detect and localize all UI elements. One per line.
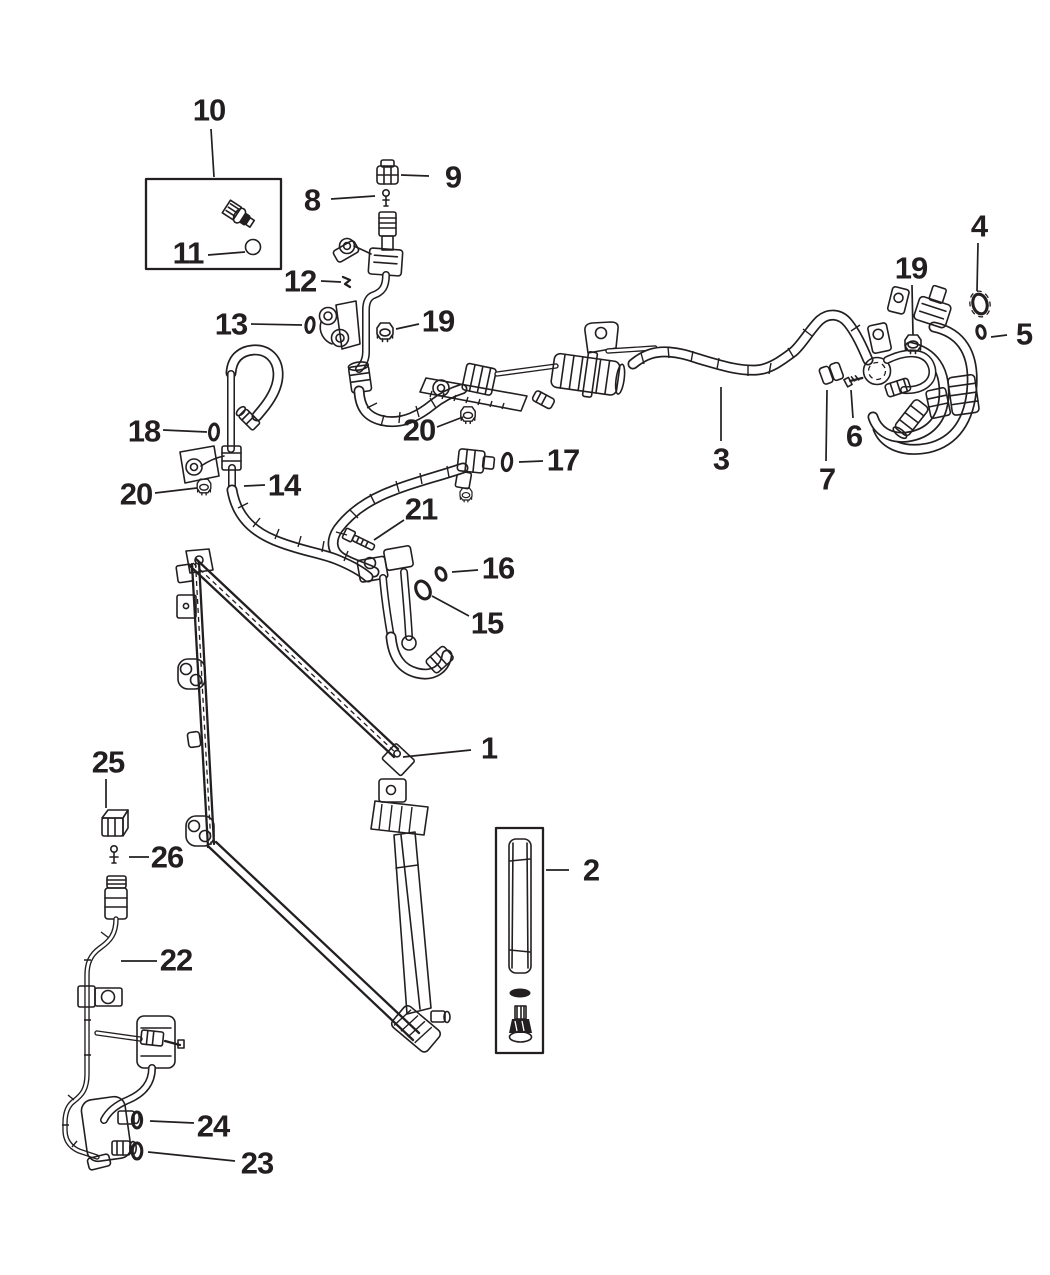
tube-22 <box>62 875 185 1171</box>
callout-label-8: 8 <box>303 182 321 218</box>
leader-line-13 <box>250 323 303 326</box>
leader-line-14 <box>243 484 266 487</box>
condenser-clamp-bracket <box>177 658 206 690</box>
valve-core-8 <box>381 189 390 207</box>
leader-line-16 <box>451 569 479 573</box>
callout-label-24: 24 <box>196 1108 230 1144</box>
callout-label-16: 16 <box>481 550 515 586</box>
clamp-7 <box>818 361 845 385</box>
valve-core-26 <box>109 844 119 864</box>
bottom-left-line <box>62 809 185 1171</box>
oring-16 <box>434 566 448 582</box>
mounting-plate <box>419 377 528 412</box>
callout-label-11: 11 <box>172 235 205 271</box>
callout-label-1: 1 <box>480 730 498 766</box>
leader-line-19 <box>395 323 420 330</box>
gasket <box>509 988 531 998</box>
small-nut <box>459 487 473 503</box>
leader-line-4 <box>976 242 979 292</box>
leader-line-24 <box>149 1120 195 1124</box>
tube-14 <box>179 344 374 583</box>
callout-label-20-b: 20 <box>119 476 153 512</box>
callout-label-19: 19 <box>421 303 455 339</box>
leader-line-12 <box>320 280 342 283</box>
callout-label-23: 23 <box>240 1145 274 1181</box>
callout-label-17: 17 <box>546 442 580 478</box>
callout-label-3: 3 <box>712 441 730 477</box>
nut-20a <box>460 406 476 425</box>
callout-label-10: 10 <box>192 92 226 128</box>
service-cap-9 <box>376 159 399 185</box>
leader-line-17 <box>518 460 544 463</box>
callout-label-5: 5 <box>1015 316 1033 352</box>
callout-label-18: 18 <box>127 413 161 449</box>
charge-valve <box>508 1005 533 1043</box>
receiver-drier <box>370 743 451 1053</box>
callout-label-21: 21 <box>404 491 438 527</box>
top-port <box>913 284 952 329</box>
sensor-parts-box <box>144 177 283 271</box>
oring-11 <box>244 238 262 256</box>
leader-line-19 <box>911 284 914 336</box>
callout-label-2: 2 <box>582 852 600 888</box>
leader-line-18 <box>162 429 208 433</box>
screw-6 <box>843 375 864 388</box>
callout-label-20: 20 <box>402 412 436 448</box>
leader-line-5 <box>990 334 1008 338</box>
leader-line-9 <box>400 174 430 177</box>
oring-15 <box>414 579 432 601</box>
leader-line-7 <box>825 389 828 462</box>
callout-label-9: 9 <box>444 159 462 195</box>
callout-label-15: 15 <box>470 605 504 641</box>
callout-label-22: 22 <box>159 942 193 978</box>
inline-muffler <box>550 351 626 398</box>
bolt-21 <box>341 527 376 551</box>
leader-line-11 <box>207 251 246 256</box>
nut-20b <box>196 478 212 496</box>
oring-23 <box>130 1141 144 1161</box>
oring-13 <box>304 316 316 334</box>
condenser <box>175 548 421 1042</box>
leader-line-1 <box>402 749 472 758</box>
callout-label-14: 14 <box>267 467 301 503</box>
ac-hose-3 <box>605 309 874 376</box>
leader-line-8 <box>330 195 376 200</box>
service-kit-box <box>494 826 545 1055</box>
callout-label-4: 4 <box>970 208 988 244</box>
leader-line-21 <box>373 519 405 541</box>
manifold-hoses-right <box>818 284 991 455</box>
pipe-bracket-rings <box>318 300 361 350</box>
oring-17 <box>500 451 514 473</box>
callout-label-26: 26 <box>150 839 184 875</box>
leader-line-20 <box>154 487 198 494</box>
leader-lines <box>105 128 1008 1162</box>
cap-25 <box>101 809 129 837</box>
callout-label-7: 7 <box>818 461 836 497</box>
oring-4 <box>969 290 991 318</box>
leader-line-23 <box>147 1151 236 1162</box>
leader-line-10 <box>210 128 215 178</box>
leader-line-20 <box>436 416 464 428</box>
callout-label-25: 25 <box>91 744 125 780</box>
liquid-line-mid <box>419 321 626 503</box>
callout-label-19-b: 19 <box>894 250 928 286</box>
retaining-clip-12 <box>341 275 352 289</box>
junction-block <box>341 527 454 680</box>
callout-label-12: 12 <box>283 263 317 299</box>
oring-18 <box>208 422 220 442</box>
leader-line-15 <box>431 595 470 617</box>
nut-19a <box>376 322 394 343</box>
callout-label-13: 13 <box>214 306 248 342</box>
support-bracket <box>584 321 619 354</box>
oring-24 <box>130 1110 144 1130</box>
pressure-sensor <box>221 199 256 228</box>
oring-5 <box>975 324 987 340</box>
charge-port-assembly <box>304 159 468 428</box>
callout-label-6: 6 <box>845 418 863 454</box>
leader-line-6 <box>850 389 854 419</box>
desiccant-cartridge <box>508 838 532 974</box>
